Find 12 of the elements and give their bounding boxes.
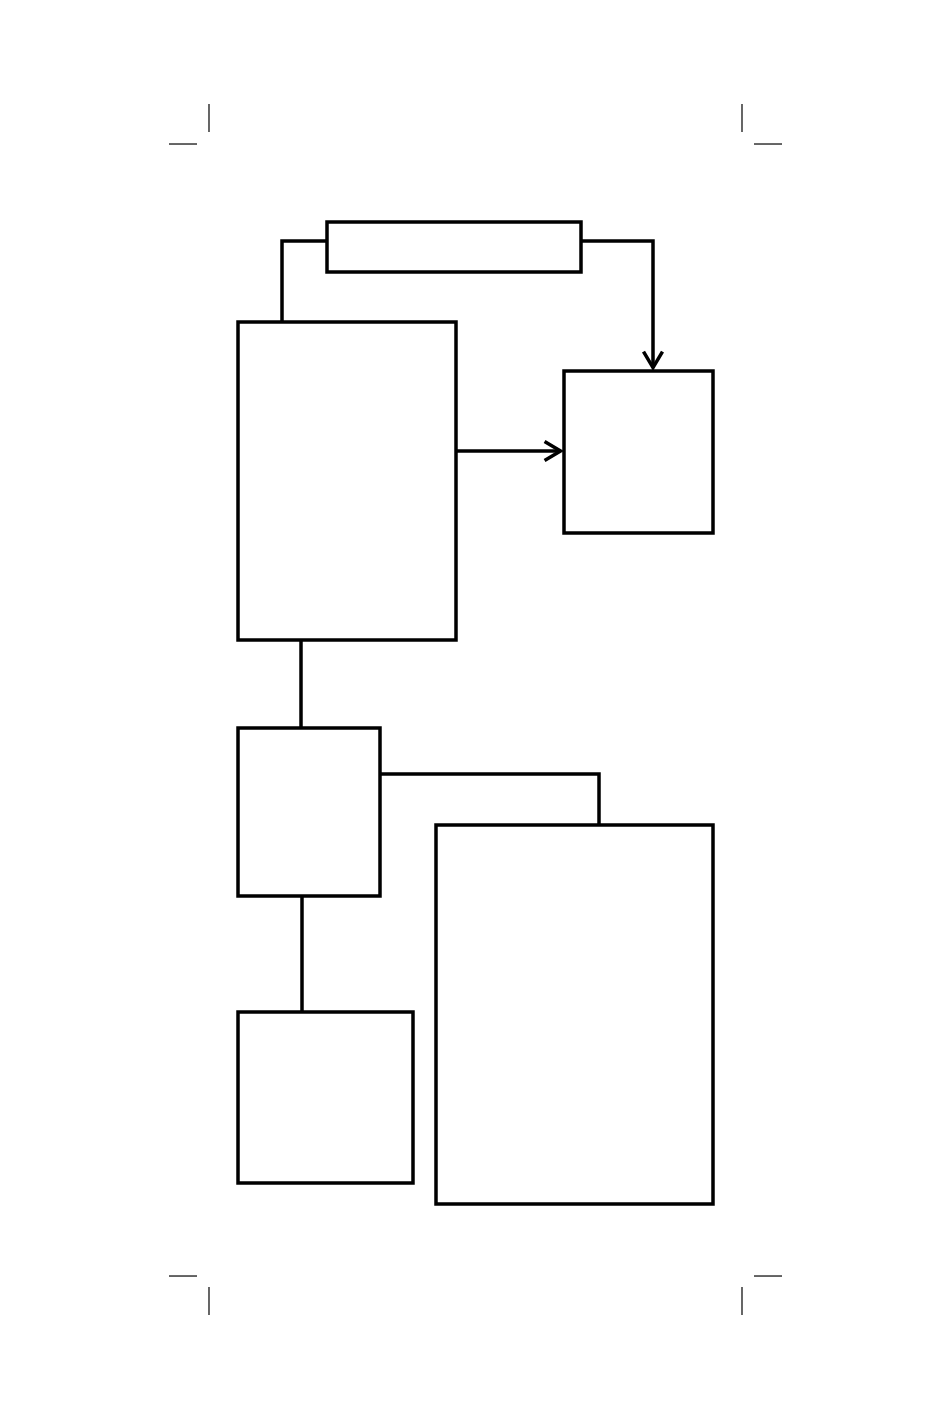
empty-box: [434, 823, 715, 1206]
connector-line: [299, 640, 303, 728]
connector-line: [380, 772, 601, 825]
connector-line: [280, 239, 327, 322]
arrow: [456, 440, 564, 462]
arrow: [581, 239, 664, 371]
empty-box: [236, 320, 458, 642]
empty-box: [562, 369, 715, 535]
empty-box: [325, 220, 583, 274]
connector-line: [300, 896, 304, 1012]
empty-box: [236, 1010, 415, 1185]
empty-box: [236, 726, 382, 898]
